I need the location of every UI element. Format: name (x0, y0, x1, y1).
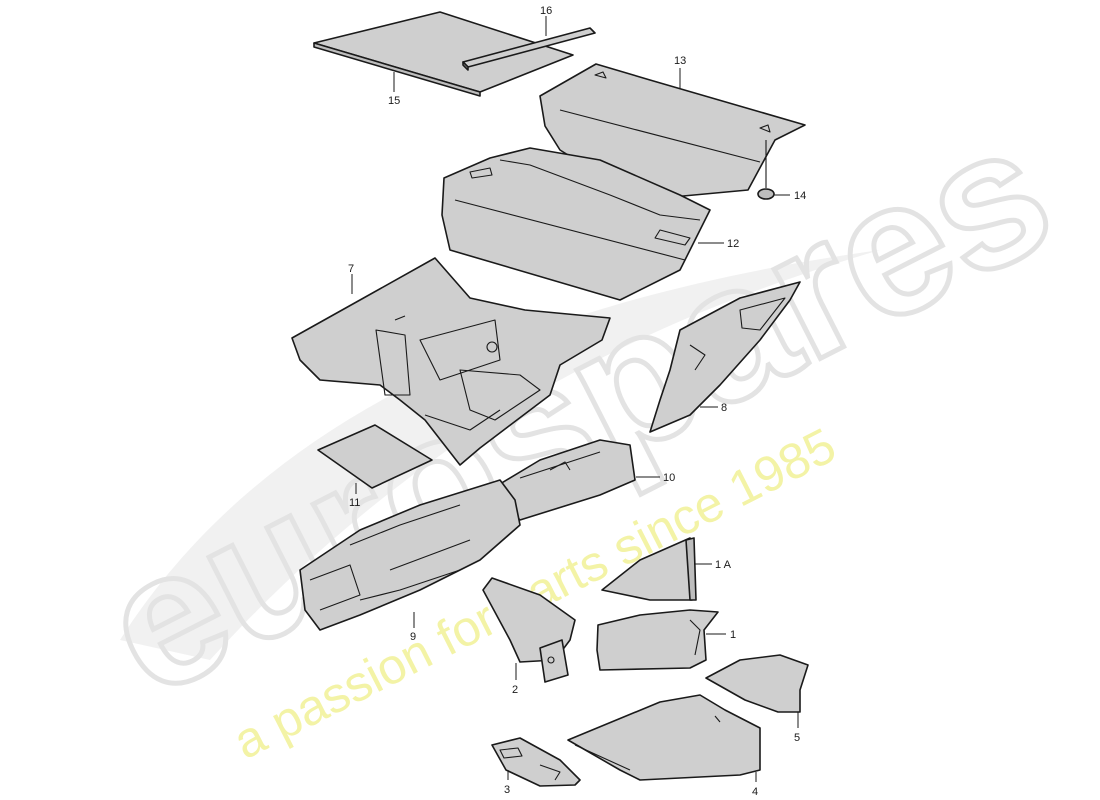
callout-15: 15 (388, 95, 400, 107)
part-1a-wedge-panel (601, 537, 697, 601)
part-7-floor-carpet (291, 257, 611, 466)
part-15-mat (313, 11, 574, 97)
callout-3: 3 (504, 784, 510, 796)
part-11-small-mat (317, 424, 433, 489)
part-1-side-panel (596, 609, 719, 671)
callout-10: 10 (663, 472, 675, 484)
part-14-clip (757, 140, 775, 200)
part-4-floor-mat (567, 694, 761, 781)
part-8-side-panel (649, 281, 801, 433)
part-16-strip (462, 27, 596, 71)
part-5-rounded-mat (705, 654, 809, 713)
watermark-swoosh (120, 250, 880, 660)
callout-14: 14 (794, 190, 806, 202)
part-9-tunnel-insulation (299, 479, 521, 631)
part-2-bracket (482, 577, 576, 683)
callout-13: 13 (674, 55, 686, 67)
callout-1a: 1 A (715, 559, 732, 571)
callout-4: 4 (752, 786, 758, 798)
part-10-tunnel-cover (489, 439, 636, 521)
callout-11: 11 (349, 497, 360, 509)
part-3-small-bracket (491, 737, 581, 787)
callout-12: 12 (727, 238, 739, 250)
part-12-rear-liner (441, 147, 711, 301)
callout-9: 9 (410, 631, 416, 643)
callout-1: 1 (730, 629, 736, 641)
callout-16: 16 (540, 5, 552, 17)
callout-8: 8 (721, 402, 727, 414)
callout-2: 2 (512, 684, 518, 696)
callout-5: 5 (794, 732, 800, 744)
callout-7: 7 (348, 263, 354, 275)
